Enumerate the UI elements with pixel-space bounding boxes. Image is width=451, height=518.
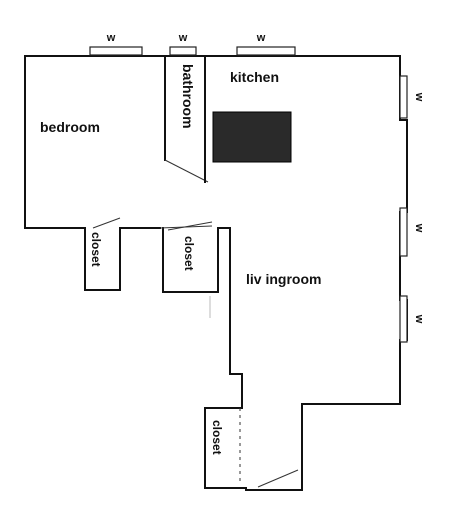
room-label-kitchen: kitchen: [230, 69, 279, 85]
window-right-2: [399, 207, 408, 257]
window-top-3: [236, 46, 296, 56]
window-label: w: [413, 223, 425, 233]
window-label: w: [178, 32, 188, 44]
windows-top: [89, 46, 296, 56]
closet-label: closet: [89, 232, 103, 267]
room-label-bathroom: bathroom: [180, 64, 196, 129]
window-right-3: [399, 295, 408, 343]
window-top-2: [169, 46, 197, 56]
window-label: w: [106, 32, 116, 44]
windows-right: [399, 75, 408, 343]
room-label-livingroom: liv ingroom: [246, 271, 321, 287]
window-right-1: [399, 75, 408, 119]
interior-walls: [92, 55, 299, 488]
room-label-bedroom: bedroom: [40, 119, 100, 135]
closet-label: closet: [210, 420, 224, 455]
window-top-1: [89, 46, 143, 56]
window-label: w: [413, 314, 425, 324]
kitchen-fixture: [212, 111, 292, 163]
closet-label: closet: [182, 236, 196, 271]
window-label: w: [256, 32, 266, 44]
window-label: w: [413, 92, 425, 102]
